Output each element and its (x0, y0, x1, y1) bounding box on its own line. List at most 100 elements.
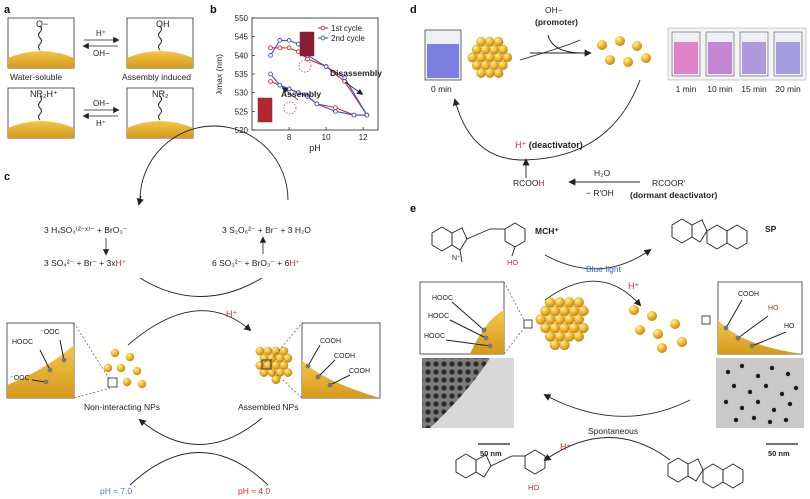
nanoparticle (568, 322, 580, 334)
e-inset-ho-1: HO (768, 305, 779, 312)
inset-group-hooc: HOOC (12, 339, 33, 346)
nanoparticle (498, 44, 508, 55)
y-tick-label: 540 (235, 51, 249, 60)
vial-solution (742, 42, 766, 74)
y-tick-label: 545 (235, 33, 249, 42)
tem-particle (739, 405, 745, 411)
sp-label: SP (765, 224, 777, 234)
tem-particle (783, 417, 789, 423)
nanoparticle (540, 322, 551, 334)
vial-0min-solution (427, 44, 459, 78)
svg-text:N⁺: N⁺ (452, 255, 461, 262)
e-inset-hooc-2: HOOC (428, 313, 449, 320)
panel-e-label: e (410, 203, 416, 215)
rcooh: RCOOH (513, 178, 545, 188)
reaction-right-top: 3 S₂O₆²⁻ + Br⁻ + 3 H₂O (222, 225, 311, 235)
data-point (314, 101, 320, 107)
annotation-arrow-disassembly (344, 81, 364, 95)
callout-circle-top (298, 59, 312, 73)
panel-c: c 3 HₓSO₃⁽²⁻ˣ⁾⁻ + BrO₃⁻ 3 SO₄²⁻ + Br⁻ + … (4, 125, 381, 496)
vial-time-label: 15 min (741, 84, 767, 94)
reprotonation-arrow (543, 437, 671, 462)
nanoparticle-cluster-e (535, 297, 589, 351)
h-plus-arrow (544, 280, 642, 307)
arc-top (139, 125, 289, 201)
callout-circle-bottom (283, 101, 297, 115)
group-oh: OH (156, 19, 170, 29)
data-point (277, 45, 283, 51)
assembled-nanoparticle-cluster (255, 346, 293, 385)
tem-particle (747, 389, 753, 395)
data-point (268, 52, 273, 58)
reaction-right-bottom: 6 SO₃²⁻ + BrO₃⁻ + 6H⁺ (212, 258, 300, 268)
scale-bar-left: 50 nm (480, 449, 502, 458)
vial-time-label: 1 min (676, 84, 697, 94)
group-o-minus: O− (36, 19, 48, 29)
caption-water-soluble: Water-soluble (10, 72, 62, 82)
e-inset-ho-2: HO (784, 323, 795, 330)
data-point (323, 64, 329, 69)
panel-a: a O− OH H⁺ OH− Water-soluble Assembly in… (4, 4, 194, 139)
data-point (286, 45, 292, 51)
nanoparticle (259, 368, 269, 377)
promoter-formula: OH− (545, 5, 563, 15)
data-point (295, 49, 301, 54)
arrow-label-h-plus-2: H⁺ (96, 119, 106, 128)
spontaneous-label: Spontaneous (588, 426, 638, 436)
caption-assembly-induced: Assembly induced (122, 72, 191, 82)
e-inset-hooc-3: HOOC (424, 333, 445, 340)
data-point (295, 90, 301, 96)
tem-particle (755, 399, 761, 405)
panel-e-right-inset: COOH HO HO (717, 281, 803, 355)
nanoparticle (554, 314, 565, 325)
panel-c-right-inset: COOH COOH COOH (301, 322, 381, 399)
nanoparticle (493, 68, 504, 78)
inset-group-ooc-2: ⁻OOC (10, 375, 30, 382)
arc-middle-upper (139, 277, 263, 297)
panel-e: e N⁺ HO MCH⁺ SP Blue light H⁺ (410, 203, 804, 492)
dispersed-nanoparticles-e (629, 305, 687, 353)
nanoparticle (573, 331, 584, 342)
panel-a-equilibrium-bottom: OH− H⁺ (82, 99, 120, 128)
data-point (333, 108, 338, 114)
deactivator-label: H⁺ (deactivator) (515, 140, 583, 150)
nanoparticle (578, 322, 589, 334)
data-point (351, 112, 357, 118)
annotation-disassembly: Disassembly (330, 68, 382, 78)
nanoparticle (502, 52, 513, 63)
nanoparticle (279, 346, 289, 356)
nanoparticle (549, 339, 561, 351)
data-point (342, 75, 347, 81)
promoter-label: (promoter) (535, 17, 578, 27)
data-point (268, 79, 273, 84)
nanoparticle (564, 331, 575, 342)
data-point (277, 38, 283, 43)
spontaneous-arrow (543, 394, 691, 417)
nanoparticle (573, 314, 584, 325)
nanoparticle (476, 68, 486, 78)
vial-time-label: 20 min (775, 84, 801, 94)
nanoparticle (554, 297, 565, 308)
tem-particle (763, 383, 769, 389)
nanoparticle (283, 353, 293, 363)
arc-bottom-upper (138, 417, 263, 445)
legend-marker (320, 25, 326, 31)
inset-group-cooh-3: COOH (349, 368, 370, 375)
vial-solution (776, 42, 800, 74)
arc-bottom-lower (129, 452, 269, 486)
label-ph-4: pH ≈ 4.0 (238, 486, 270, 496)
x-axis-label: pH (309, 143, 321, 153)
data-point (277, 82, 283, 88)
inset-group-cooh-2: COOH (334, 353, 355, 360)
nanoparticle (559, 322, 570, 334)
label-h-plus-mid: H⁺ (226, 309, 237, 319)
tem-particle (723, 399, 729, 405)
y-tick-label: 535 (235, 70, 249, 79)
reaction-left-top: 3 HₓSO₃⁽²⁻ˣ⁾⁻ + BrO₃⁻ (44, 225, 128, 235)
nanoparticle (485, 68, 495, 78)
tem-particle (739, 363, 745, 369)
arrow-label-oh-minus-2: OH− (93, 99, 110, 108)
tem-particle (731, 383, 737, 389)
nanoparticle (545, 331, 556, 342)
